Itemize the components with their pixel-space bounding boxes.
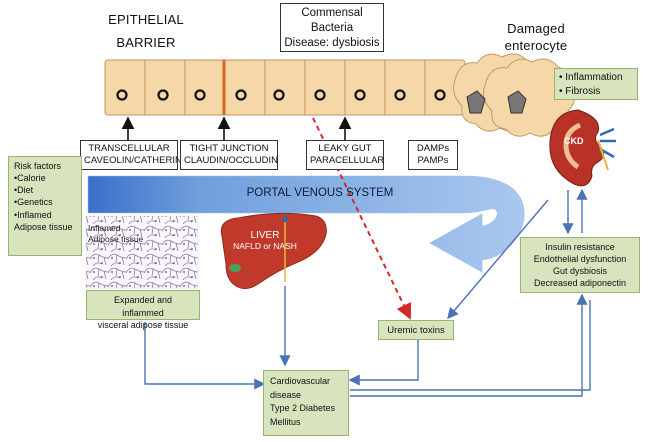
- risk-item-adipose: •Inflamed Adipose tissue: [14, 209, 73, 232]
- leaky-gut-line-1: LEAKY GUT: [318, 143, 372, 154]
- leaky-gut-box: LEAKY GUT PARACELLULAR: [306, 140, 384, 170]
- damaged-nucleus-1: [466, 90, 486, 114]
- epithelial-heading-line-2: BARRIER: [116, 34, 176, 50]
- ckd-label: CKD: [564, 136, 584, 146]
- risk-item-calorie: •Calorie: [14, 173, 46, 184]
- commensal-line-3: Disease: dysbiosis: [284, 36, 380, 49]
- cvd-line-1: Cardiovascular: [270, 376, 331, 386]
- adipose-tissue-image: [85, 215, 199, 289]
- risk-factors-box: Risk factors •Calorie •Diet •Genetics •I…: [8, 156, 82, 256]
- cardiovascular-outcome-box: Cardiovascular disease Type 2 Diabetes M…: [263, 370, 349, 436]
- visceral-adipose-box: Expanded and inflammed visceral adipose …: [86, 290, 200, 330]
- liver-title: LIVER: [250, 230, 280, 241]
- visceral-adipose-line-1: Expanded and inflammed: [113, 295, 173, 318]
- portal-venous-arrow: [87, 175, 525, 273]
- damaged-nucleus-2: [507, 90, 527, 114]
- tight-junction-line-1: TIGHT JUNCTION: [189, 143, 269, 154]
- liver-illustration: [220, 212, 327, 290]
- kidney-illustration: [549, 109, 616, 187]
- insulin-resistance-box: Insulin resistance Endothelial dysfuncti…: [520, 237, 640, 293]
- tight-junction-box: TIGHT JUNCTION CLAUDIN/OCCLUDIN: [180, 140, 278, 170]
- fibrosis-item: • Fibrosis: [559, 86, 601, 97]
- risk-item-genetics: •Genetics: [14, 197, 53, 208]
- liver-subtitle: NAFLD or NASH: [233, 241, 297, 251]
- insulin-item-3: Gut dysbiosis: [552, 266, 608, 277]
- damaged-enterocyte: [453, 53, 575, 137]
- portal-venous-label: PORTAL VENOUS SYSTEM: [246, 187, 394, 199]
- cell-dividers: [144, 60, 426, 115]
- epithelial-barrier-heading: EPITHELIAL BARRIER: [96, 12, 196, 52]
- damaged-enterocyte-heading: Damaged enterocyte: [486, 21, 586, 55]
- insulin-item-1: Insulin resistance: [545, 242, 615, 252]
- cvd-line-3: Type 2 Diabetes: [270, 403, 336, 413]
- risk-item-diet: •Diet: [14, 185, 34, 196]
- insulin-item-4: Decreased adiponectin: [533, 278, 627, 289]
- epithelial-cell-row: [104, 59, 466, 116]
- adipose-caption-line-1: Inflamed: [88, 223, 121, 233]
- adipose-caption-line-2: Adipose tissue: [88, 234, 144, 245]
- commensal-bacteria-box: Commensal Bacteria Disease: dysbiosis: [280, 3, 384, 52]
- inflammation-box: • Inflammation • Fibrosis: [554, 68, 638, 100]
- damaged-cell-2: [483, 58, 575, 137]
- pamps-line: PAMPs: [417, 155, 449, 167]
- cvd-line-4: Mellitus: [270, 416, 301, 427]
- insulin-item-2: Endothelial dysfunction: [533, 254, 627, 265]
- transcellular-line-1: TRANSCELLULAR: [88, 143, 170, 154]
- tight-junction-line-2: CLAUDIN/OCCLUDIN: [184, 155, 278, 167]
- transcellular-box: TRANSCELLULAR CAVEOLIN/CATHERIN: [80, 140, 182, 170]
- damps-line: DAMPs: [416, 143, 450, 154]
- cell-nuclei: [116, 89, 446, 101]
- damaged-heading-line-2: enterocyte: [504, 37, 568, 53]
- leaky-gut-line-2: PARACELLULAR: [310, 155, 385, 167]
- adipose-image-caption: Inflamed Adipose tissue: [88, 223, 188, 246]
- risk-factors-title: Risk factors: [14, 161, 62, 171]
- epithelial-barrier: [104, 59, 466, 116]
- barrier-entry-arrows: [121, 116, 352, 140]
- epithelial-heading-line-1: EPITHELIAL: [108, 12, 184, 27]
- inflammation-item: • Inflammation: [559, 72, 623, 83]
- transcellular-line-2: CAVEOLIN/CATHERIN: [84, 155, 182, 167]
- connector-arrows: [144, 188, 591, 397]
- commensal-line-2: Bacteria: [310, 21, 354, 34]
- cvd-line-2: disease: [270, 389, 302, 400]
- damaged-heading-line-1: Damaged: [507, 21, 565, 36]
- commensal-line-1: Commensal: [301, 7, 363, 19]
- visceral-adipose-line-2: visceral adipose tissue: [97, 320, 189, 331]
- uremic-toxins-box: Uremic toxins: [378, 320, 454, 340]
- liver-label: LIVER NAFLD or NASH: [222, 230, 308, 251]
- damps-pamps-box: DAMPs PAMPs: [408, 140, 458, 170]
